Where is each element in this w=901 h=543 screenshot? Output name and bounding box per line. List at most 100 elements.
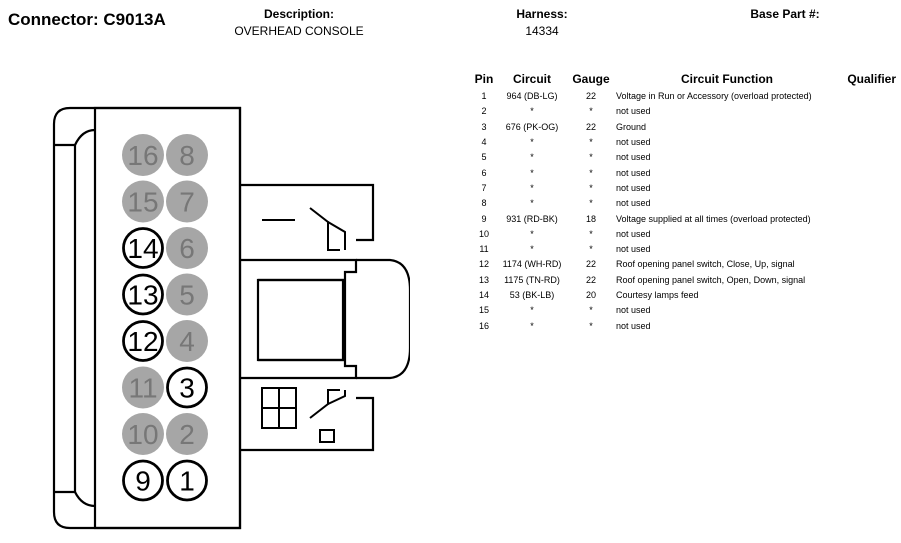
pin-13-label: 13 (127, 280, 158, 311)
cell-function: not used (616, 137, 651, 148)
cell-function: Ground (616, 121, 647, 132)
cell-function: not used (616, 106, 651, 117)
cell-qualifier (838, 257, 896, 272)
table-row: 5**not used (470, 150, 896, 165)
table-row: 10**not used (470, 227, 896, 242)
table-row: 6 * * not used (470, 165, 896, 180)
cell-function: Voltage in Run or Accessory (overload pr… (616, 91, 812, 102)
cell-gauge: * (589, 167, 593, 178)
cell-pin: 16 (478, 320, 489, 331)
pin-5-label: 5 (179, 280, 195, 311)
pin-6-label: 6 (179, 233, 195, 264)
latch-details (261, 207, 346, 443)
table-header-row: Pin Circuit Gauge Circuit Function Quali… (470, 72, 896, 89)
base-part-label: Base Part #: (750, 7, 820, 21)
cell-qualifier (838, 273, 896, 288)
pin-11-circle (122, 366, 164, 409)
base-part-block: Base Part #: (740, 7, 830, 24)
pin-2-label: 2 (179, 419, 195, 450)
table-row: 7**not used (470, 181, 896, 196)
cell-circuit: 1174 (WH-RD) (502, 259, 562, 270)
cell-gauge: 22 (585, 274, 596, 285)
cell-pin: 13 (478, 274, 489, 285)
cell-circuit: 676 (PK-OG) (505, 121, 559, 132)
cell-qualifier (838, 242, 896, 257)
cell-pin: 4 (481, 137, 487, 148)
cell-qualifier (838, 211, 896, 226)
pin-6-circle (166, 227, 208, 269)
pin-14-label: 14 (127, 233, 158, 264)
cell-pin: 1 (481, 91, 487, 102)
cell-pin: 8 (481, 198, 487, 209)
pin-15-circle (122, 180, 164, 223)
cell-gauge: 22 (585, 91, 596, 102)
cell-gauge: * (589, 320, 593, 331)
col-header-gauge: Gauge (572, 72, 610, 86)
cell-function: not used (616, 244, 651, 255)
cell-function: not used (616, 305, 651, 316)
cell-pin: 15 (478, 305, 489, 316)
table-row: 1 964 (DB-LG) 22 Voltage in Run or Accessor… (470, 89, 896, 104)
table-row: 11**not used (470, 242, 896, 257)
cell-gauge: 22 (585, 121, 596, 132)
pin-7-label: 7 (179, 187, 195, 218)
cell-circuit: 53 (BK-LB) (509, 290, 555, 300)
pin-9-label: 9 (135, 466, 151, 497)
cell-gauge: * (589, 152, 593, 163)
harness-block: Harness: 14334 (500, 7, 584, 38)
pin-10-circle (122, 413, 164, 455)
pin-16-circle (122, 134, 164, 176)
col-header-function: Circuit Function (681, 72, 773, 86)
cell-qualifier (838, 303, 896, 318)
cell-qualifier (838, 135, 896, 150)
cell-function: Roof opening panel switch, Close, Up, si… (616, 259, 795, 270)
cell-circuit: 931 (RD-BK) (506, 213, 558, 224)
description-label: Description: (263, 7, 334, 21)
description-value: OVERHEAD CONSOLE (234, 24, 364, 38)
table-row: 3 676 (PK-OG) 22 Ground (470, 120, 896, 135)
cell-qualifier (838, 318, 896, 333)
cell-gauge: * (589, 244, 593, 255)
cell-gauge: * (589, 106, 593, 117)
pin-7-circle (166, 180, 208, 223)
pin-9-circle (122, 459, 164, 502)
pin-5-circle (166, 273, 208, 316)
cell-pin: 6 (481, 167, 487, 178)
cell-gauge: * (589, 305, 593, 316)
cell-gauge: * (589, 137, 593, 148)
col-header-pin: Pin (474, 72, 494, 86)
cell-circuit: * (530, 167, 534, 178)
harness-value: 14334 (525, 24, 559, 38)
connector-housing (52, 106, 410, 530)
cell-qualifier (838, 181, 896, 196)
cell-pin: 7 (481, 182, 487, 193)
table-row: 4 * * not used (470, 135, 896, 150)
pin-12-label: 12 (127, 326, 158, 357)
cell-pin: 2 (481, 106, 487, 117)
col-header-circuit: Circuit (512, 72, 551, 86)
cell-gauge: 20 (585, 290, 596, 300)
cell-gauge: * (589, 228, 593, 239)
pin-4-circle (166, 320, 208, 362)
cell-circuit: 1175 (TN-RD) (504, 274, 560, 285)
pin-11-label: 11 (128, 373, 157, 404)
cell-pin: 3 (481, 121, 487, 132)
cell-circuit: * (530, 152, 534, 163)
cell-pin: 14 (478, 290, 489, 300)
cell-function: not used (616, 167, 651, 178)
pin-4-label: 4 (179, 326, 195, 357)
pin-8-circle (166, 134, 208, 176)
cell-gauge: 18 (585, 213, 596, 224)
pin-8-label: 8 (179, 140, 195, 171)
cell-circuit: 964 (DB-LG) (506, 91, 558, 102)
cell-circuit: * (530, 320, 534, 331)
cell-function: not used (616, 198, 651, 209)
cell-circuit: * (530, 198, 534, 209)
cell-qualifier (838, 165, 896, 180)
cell-circuit: * (530, 137, 534, 148)
cell-circuit: * (530, 305, 534, 316)
